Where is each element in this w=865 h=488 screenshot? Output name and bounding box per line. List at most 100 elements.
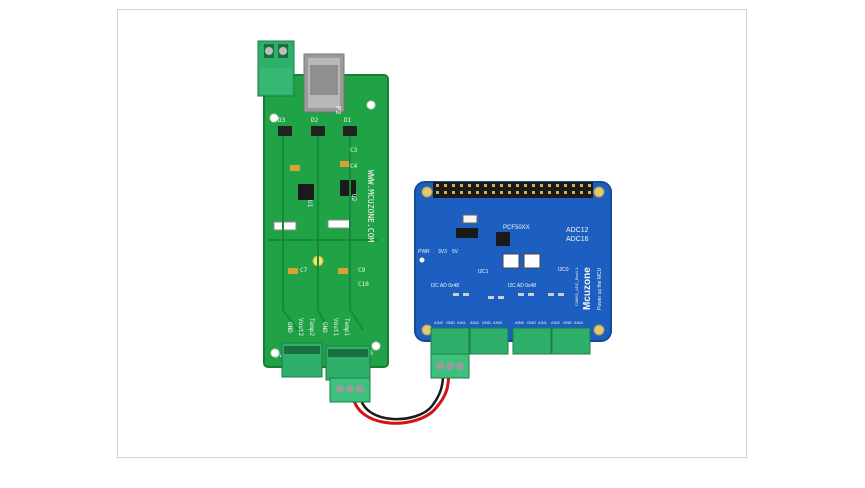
mount-hole (270, 348, 280, 358)
mount-hole (593, 186, 605, 198)
gpio-pin (508, 191, 511, 194)
blue-adc-board: PCF50XX ADC12 ADC16 PWR 3V3 5V I2C1 I2C0… (414, 181, 612, 379)
ch-gnd2-b: GND (563, 320, 572, 325)
gpio-pin (460, 184, 463, 187)
image-frame: WWW.MCUZONE.COM P2 D2 D1 D3 C3 C4 U1 U2 … (117, 9, 747, 458)
gpio-pin (500, 184, 503, 187)
channel-labels: AIN0 GND AIN1 AIN2 GND AIN3 AIN0 GND AIN… (434, 320, 584, 325)
pwr-led (419, 257, 425, 263)
blue-terminal-blocks (430, 327, 591, 355)
brand-logo: Mcuzone (582, 267, 593, 310)
black-wire (358, 369, 446, 421)
label-c7: C7 (300, 267, 308, 274)
capacitor (340, 161, 350, 167)
gpio-pin (580, 191, 583, 194)
ch-ain3-b: AIN3 (574, 320, 584, 325)
adc16-label: ADC16 (566, 236, 589, 243)
gpio-pin (492, 191, 495, 194)
gpio-pin (564, 191, 567, 194)
ch-gnd-b: GND (527, 320, 536, 325)
ch-ain0-b: AIN0 (515, 320, 525, 325)
connecting-cable (351, 369, 451, 425)
gpio-pin (548, 184, 551, 187)
gpio-pin (444, 184, 447, 187)
smd-components (453, 293, 564, 299)
label-u1: U1 (306, 200, 313, 208)
label-p4: P4 (276, 353, 284, 360)
gpio-pin (540, 184, 543, 187)
bottom-terminal-right (325, 345, 371, 381)
mount-hole (269, 113, 279, 123)
gpio-pin (588, 184, 591, 187)
voltage-3v3: 3V3 (438, 249, 447, 255)
gpio-pin (452, 191, 455, 194)
gpio-pin (484, 184, 487, 187)
chip-label: PCF50XX (503, 225, 530, 231)
gpio-pin (452, 184, 455, 187)
ch-gnd2: GND (482, 320, 491, 325)
ch-ain2-b: AIN2 (551, 320, 561, 325)
header (273, 221, 297, 231)
ic-u2 (340, 180, 356, 196)
mount-hole (593, 324, 605, 336)
gpio-pin (588, 191, 591, 194)
i2c0-label: I2C0 (558, 267, 569, 273)
label-c4: C4 (350, 163, 358, 170)
gpio-pin (572, 184, 575, 187)
url-silkscreen: WWW.MCUZONE.COM (366, 170, 375, 242)
gpio-header (433, 182, 593, 198)
green-pcb (264, 75, 388, 367)
adc12-label: ADC12 (566, 227, 589, 234)
mount-hole (421, 186, 433, 198)
jumper-block (502, 253, 520, 269)
pwr-label: PWR (418, 249, 430, 255)
gpio-pin (532, 184, 535, 187)
capacitor (338, 268, 348, 274)
gpio-pin (524, 184, 527, 187)
i2c1-label: I2C1 (478, 269, 489, 275)
capacitor (288, 268, 298, 274)
gpio-pin (468, 184, 471, 187)
adc-chip (496, 232, 510, 246)
label-u2: U2 (350, 194, 357, 202)
label-c3: C3 (350, 147, 358, 154)
gpio-pin (516, 191, 519, 194)
label-gnd-right: GND (321, 322, 328, 333)
gpio-pin (580, 184, 583, 187)
gpio-pin (444, 191, 447, 194)
blue-plug-terminal (430, 353, 470, 379)
addr-label-left: I2C AD 0x48 (431, 283, 459, 289)
gpio-pin (532, 191, 535, 194)
label-gnd-left: GND (286, 322, 293, 333)
bottom-terminal-left (281, 342, 323, 378)
gpio-pin (508, 184, 511, 187)
plug-terminal (329, 377, 371, 403)
chip (456, 228, 478, 238)
top-terminal-block (257, 40, 295, 97)
power-switch[interactable] (462, 214, 478, 224)
model-label: CM852_ADC_Rev1.1 (574, 267, 579, 306)
label-p2: P2 (334, 106, 342, 114)
label-vout1: Vout1 (332, 318, 339, 336)
label-temp2: Temp2 (308, 318, 315, 336)
label-temp1: Temp1 (343, 318, 350, 336)
gpio-pin (492, 184, 495, 187)
voltage-5v: 5V (452, 249, 459, 255)
capacitor (290, 165, 300, 171)
gpio-pin (500, 191, 503, 194)
gpio-pin (468, 191, 471, 194)
gpio-pin (516, 184, 519, 187)
gpio-pin (572, 191, 575, 194)
addr-label-right: I2C AD 0x48 (508, 283, 536, 289)
pcb-traces (268, 136, 378, 331)
gpio-pin (548, 191, 551, 194)
gpio-pin (564, 184, 567, 187)
diode-d2 (311, 126, 325, 136)
ch-ain2: AIN2 (470, 320, 480, 325)
gpio-pin (436, 191, 439, 194)
ch-ain0: AIN0 (434, 320, 444, 325)
label-d2: D2 (311, 117, 319, 124)
gpio-pin (540, 191, 543, 194)
label-c9: C9 (358, 267, 366, 274)
mount-hole (371, 341, 381, 351)
